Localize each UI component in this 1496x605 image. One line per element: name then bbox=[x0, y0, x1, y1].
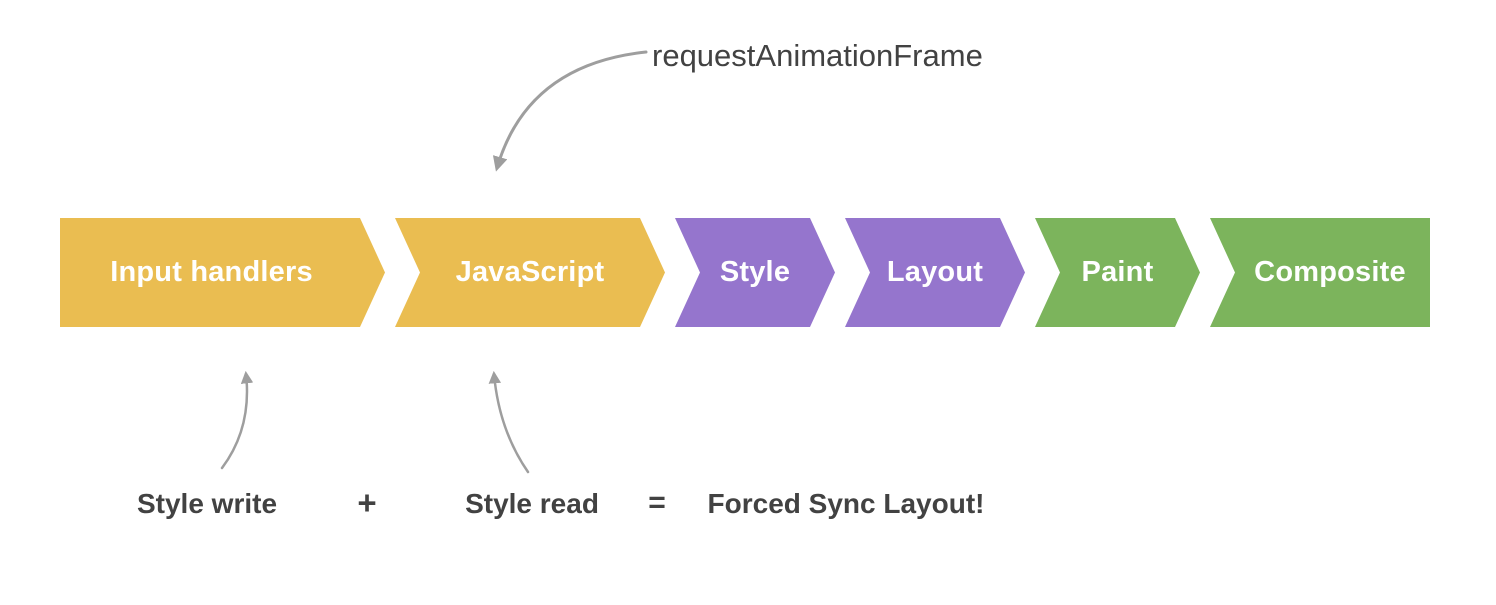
plus-sign: + bbox=[357, 484, 377, 521]
segment-label-composite: Composite bbox=[1254, 256, 1406, 288]
equals-sign: = bbox=[648, 486, 666, 519]
segment-label-style: Style bbox=[719, 256, 791, 288]
segment-label-javascript: JavaScript bbox=[455, 256, 605, 288]
style-write-arrow bbox=[220, 370, 254, 470]
style-read-arrow bbox=[488, 370, 530, 474]
raf-arrow bbox=[492, 50, 648, 172]
segment-label-layout: Layout bbox=[886, 256, 984, 288]
segment-style: Style bbox=[675, 218, 835, 327]
pipeline-bar: Input handlers JavaScript Style Layout P… bbox=[60, 218, 1430, 327]
forced-sync-layout-label: Forced Sync Layout! bbox=[707, 488, 985, 519]
style-read-label: Style read bbox=[465, 488, 599, 519]
segment-layout: Layout bbox=[845, 218, 1025, 327]
segment-label-paint: Paint bbox=[1081, 256, 1154, 288]
segment-paint: Paint bbox=[1035, 218, 1200, 327]
segment-composite: Composite bbox=[1210, 218, 1430, 327]
segment-javascript: JavaScript bbox=[395, 218, 665, 327]
raf-label: requestAnimationFrame bbox=[652, 38, 983, 73]
style-write-label: Style write bbox=[136, 488, 278, 519]
segment-input-handlers: Input handlers bbox=[60, 218, 385, 327]
segment-label-input-handlers: Input handlers bbox=[110, 256, 313, 288]
